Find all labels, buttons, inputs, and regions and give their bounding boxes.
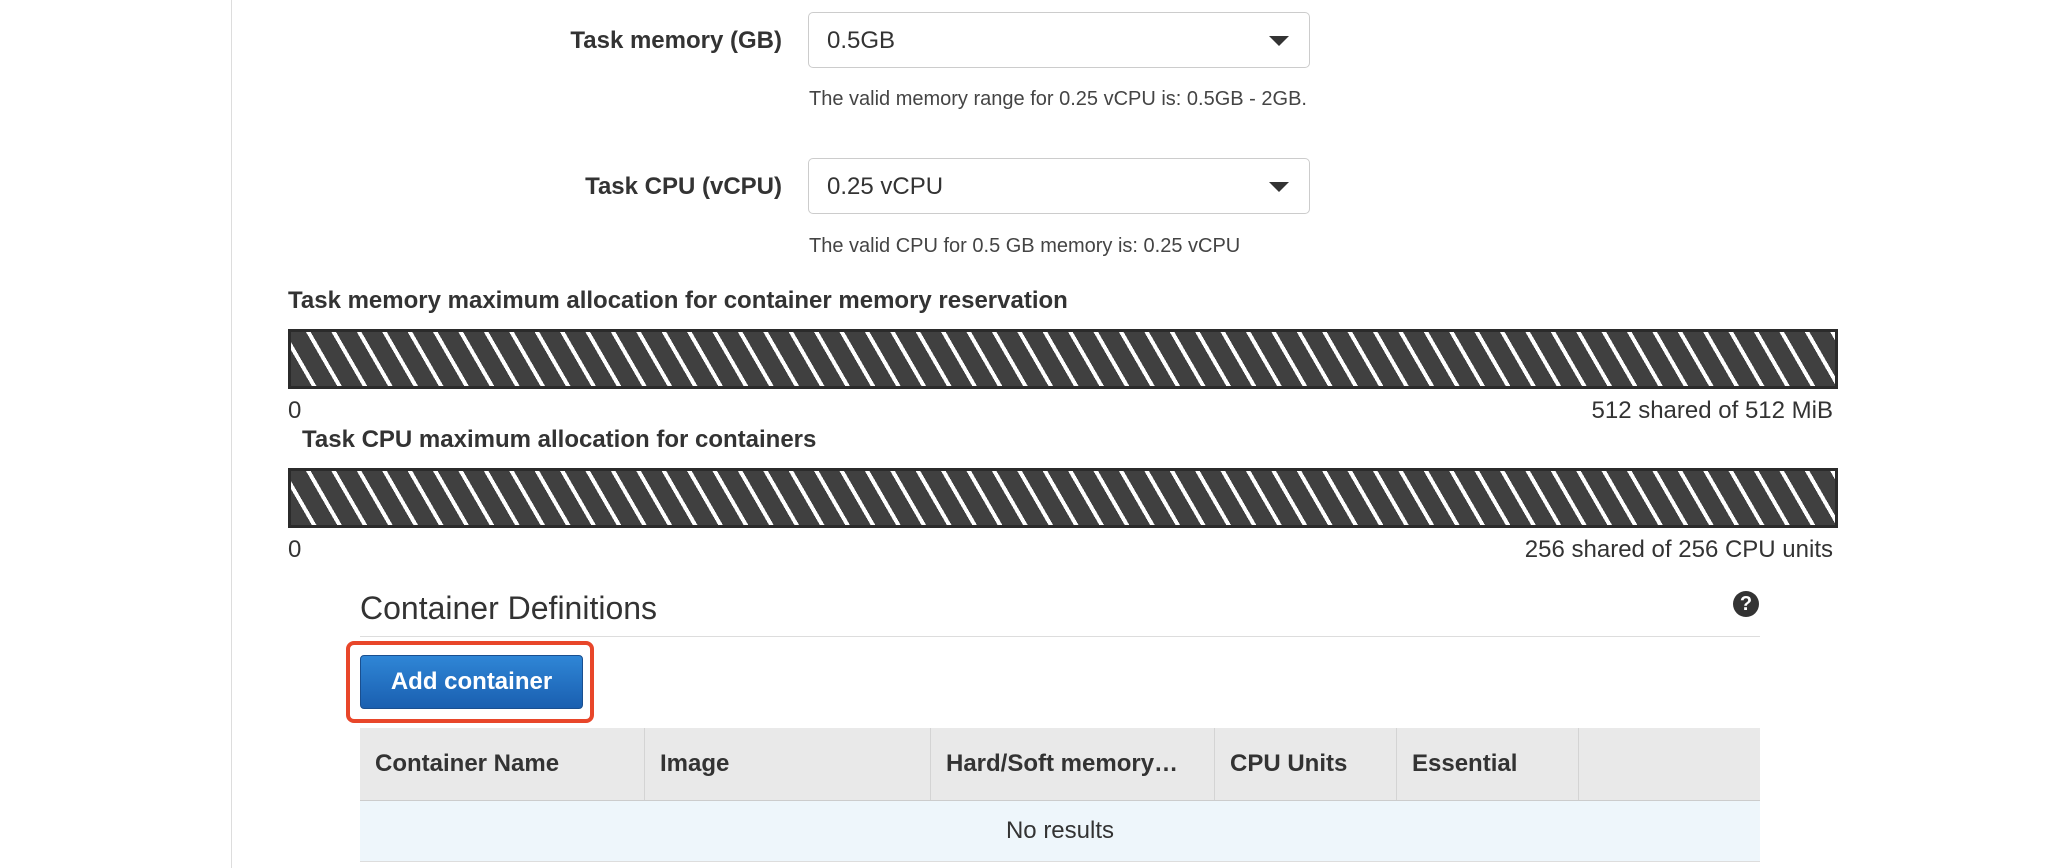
container-definitions-table: Container Name Image Hard/Soft memory… C…: [360, 728, 1760, 862]
column-header-essential[interactable]: Essential: [1397, 728, 1579, 800]
empty-results-row: No results: [360, 801, 1760, 862]
add-container-button[interactable]: Add container: [360, 655, 583, 709]
cpu-allocation-fill: [291, 471, 1835, 525]
cpu-allocation-min: 0: [288, 536, 302, 563]
table-header: Container Name Image Hard/Soft memory… C…: [360, 728, 1760, 801]
column-header-memory[interactable]: Hard/Soft memory…: [931, 728, 1215, 800]
section-divider: [360, 636, 1760, 637]
memory-allocation-title: Task memory maximum allocation for conta…: [288, 287, 1068, 314]
question-circle-icon[interactable]: ?: [1733, 591, 1759, 617]
memory-allocation-max: 512 shared of 512 MiB: [1591, 397, 1834, 424]
column-header-actions: [1579, 728, 1760, 800]
cpu-allocation-bar: [288, 468, 1838, 528]
left-divider: [231, 0, 232, 868]
task-cpu-label: Task CPU (vCPU): [585, 173, 782, 200]
task-memory-value: 0.5GB: [827, 27, 896, 54]
container-definitions-title: Container Definitions: [360, 590, 658, 626]
chevron-down-icon: [1269, 36, 1289, 46]
column-header-cpu-units[interactable]: CPU Units: [1215, 728, 1397, 800]
chevron-down-icon: [1269, 182, 1289, 192]
memory-allocation-fill: [291, 332, 1835, 386]
task-memory-select[interactable]: 0.5GB: [808, 12, 1310, 68]
cpu-allocation-max: 256 shared of 256 CPU units: [1524, 536, 1833, 563]
column-header-image[interactable]: Image: [645, 728, 931, 800]
task-cpu-value: 0.25 vCPU: [827, 173, 944, 200]
task-cpu-hint: The valid CPU for 0.5 GB memory is: 0.25…: [809, 235, 1241, 257]
memory-allocation-min: 0: [288, 397, 302, 424]
task-memory-hint: The valid memory range for 0.25 vCPU is:…: [809, 88, 1307, 110]
memory-allocation-bar: [288, 329, 1838, 389]
add-container-highlight: [346, 641, 594, 723]
task-memory-label: Task memory (GB): [570, 27, 782, 54]
task-cpu-select[interactable]: 0.25 vCPU: [808, 158, 1310, 214]
cpu-allocation-title: Task CPU maximum allocation for containe…: [302, 426, 817, 453]
column-header-container-name[interactable]: Container Name: [360, 728, 645, 800]
